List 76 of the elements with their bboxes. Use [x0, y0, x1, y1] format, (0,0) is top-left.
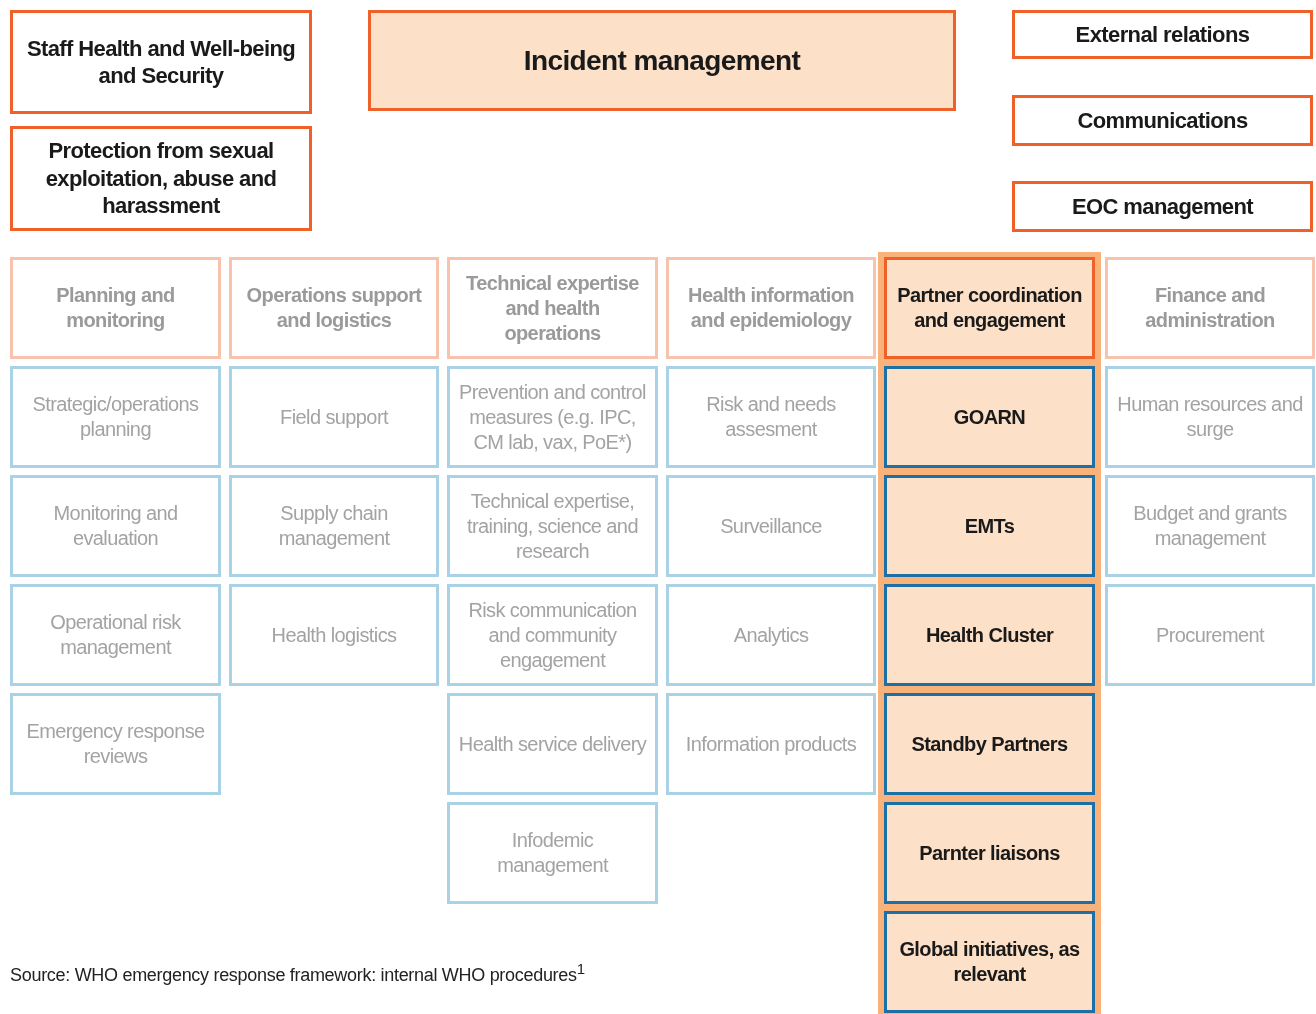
box-label: GOARN — [953, 404, 1026, 430]
function-box — [884, 911, 1095, 1013]
pillar-header — [1105, 257, 1315, 359]
box-label: Health information and epidemiology — [687, 283, 855, 333]
box-label: Strategic/operations planning — [31, 392, 200, 442]
box-label: Standby Partners — [911, 731, 1068, 757]
function-box — [666, 366, 876, 468]
role-box — [1012, 10, 1313, 59]
function-box — [884, 366, 1095, 468]
box-label: Risk and needs assesment — [705, 392, 837, 442]
box-label: Prevention and control measures (e.g. IPC, CM lab, vax, PoE*) — [458, 379, 647, 455]
box-label: Protection from sexual exploitation, abuse and harassment — [44, 137, 278, 220]
function-box — [447, 693, 658, 795]
function-box — [10, 584, 221, 686]
incident-management-box — [368, 10, 956, 111]
box-label: Finance and administration — [1144, 283, 1276, 333]
box-label: Human resources and surge — [1116, 392, 1304, 442]
function-box — [884, 584, 1095, 686]
box-label: Communications — [1077, 106, 1248, 135]
box-label: Health Cluster — [925, 622, 1054, 648]
box-label: Health logistics — [271, 622, 397, 648]
box-label: Surveillance — [720, 513, 822, 539]
function-box — [884, 475, 1095, 577]
box-label: Technical expertise, training, science and research — [466, 488, 639, 564]
box-label: Planning and monitoring — [55, 283, 176, 333]
box-label: Infodemic management — [496, 828, 610, 878]
box-label: EMTs — [964, 513, 1015, 539]
source-caption: Source: WHO emergency response framework: internal WHO procedures$^{1}$ — [10, 960, 585, 986]
box-label: Emergency response reviews — [25, 719, 206, 769]
box-label: Global initiatives, as relevant — [898, 937, 1081, 987]
role-box — [1012, 181, 1313, 232]
box-label: Risk communication and community engagement — [467, 597, 638, 673]
pillar-header — [447, 257, 658, 359]
function-box — [447, 802, 658, 904]
function-box — [884, 693, 1095, 795]
box-label: Parnter liaisons — [919, 840, 1060, 866]
box-label: Budget and grants management — [1132, 501, 1288, 551]
pillar-header — [229, 257, 439, 359]
function-box — [447, 366, 658, 468]
function-box — [229, 366, 439, 468]
function-box — [447, 584, 658, 686]
function-box — [10, 475, 221, 577]
pillar-header — [884, 257, 1095, 359]
function-box — [229, 475, 439, 577]
pillar-header — [666, 257, 876, 359]
box-label: Health service delivery — [458, 731, 647, 757]
function-box — [10, 366, 221, 468]
function-box — [1105, 366, 1315, 468]
function-box — [1105, 584, 1315, 686]
box-label: Supply chain management — [277, 501, 391, 551]
function-box — [666, 584, 876, 686]
function-box — [666, 475, 876, 577]
box-label: EOC management — [1071, 192, 1254, 221]
box-label: Monitoring and evaluation — [52, 501, 179, 551]
function-box — [10, 693, 221, 795]
function-box — [884, 802, 1095, 904]
box-label: External relations — [1075, 20, 1250, 49]
function-box — [666, 693, 876, 795]
highlight-band — [878, 252, 1101, 1014]
function-box — [229, 584, 439, 686]
pillar-header — [10, 257, 221, 359]
box-label: Technical expertise and health operations — [465, 270, 640, 346]
role-box — [1012, 95, 1313, 146]
box-label: Procurement — [1156, 622, 1264, 648]
box-label: Incident management — [523, 44, 801, 78]
box-label: Operations support and logistics — [245, 283, 423, 333]
box-label: Staff Health and Well-being and Security — [25, 34, 297, 90]
role-box — [10, 126, 312, 231]
function-box — [1105, 475, 1315, 577]
role-box — [10, 10, 312, 114]
box-label: Information products — [685, 731, 857, 757]
box-label: Field support — [280, 404, 388, 430]
box-label: Analytics — [733, 622, 809, 648]
box-label: Operational risk management — [49, 610, 182, 660]
box-label: Partner coordination and engagement — [896, 283, 1083, 333]
function-box — [447, 475, 658, 577]
